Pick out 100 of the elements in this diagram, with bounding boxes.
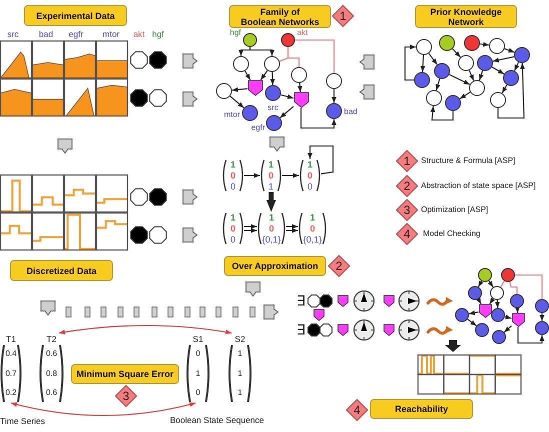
network-node	[326, 103, 342, 119]
arrow	[514, 62, 520, 72]
arrow	[297, 82, 302, 92]
step-number-diamond: 1	[332, 5, 354, 27]
arrow	[452, 48, 461, 58]
arrow	[502, 84, 508, 94]
vector-entry: 0	[230, 170, 236, 181]
arrow	[468, 310, 479, 316]
network-node	[535, 299, 549, 313]
arrow	[332, 89, 336, 103]
network-node	[492, 330, 506, 344]
arrow	[495, 300, 500, 308]
network-node	[455, 308, 469, 322]
vector-entry: 0.8	[46, 368, 58, 378]
gene-label: mtor	[224, 110, 240, 120]
vector-entry: 1	[238, 348, 242, 359]
vector-entry: 1	[196, 368, 200, 378]
vector-entry: 1	[268, 181, 274, 192]
network-node	[490, 92, 506, 108]
arrow	[282, 173, 299, 178]
network-node	[501, 268, 515, 282]
vector-entry: 0.2	[5, 388, 17, 398]
section-title: Minimum Square Error	[71, 364, 179, 384]
pentagon-node	[248, 80, 262, 96]
vector-entry: {0,1}	[262, 234, 281, 245]
vector-entry: 0	[230, 223, 236, 234]
network-node	[475, 323, 489, 337]
arrow	[244, 70, 251, 80]
vector-entry: 0	[196, 348, 200, 359]
gene-label: akt	[297, 28, 308, 38]
arrow	[460, 92, 470, 100]
step-number-diamond: 3	[115, 385, 137, 407]
vector-entry: 0	[268, 170, 274, 181]
network-node	[439, 35, 455, 51]
section-title: Over Approximation	[224, 256, 326, 276]
vector-entry: 0.4	[5, 348, 17, 359]
vector-entry: 1	[238, 368, 242, 378]
vector-entry: {0,1}	[303, 234, 322, 245]
section-title: Prior Knowledge Network	[415, 5, 517, 28]
vector-entry: 0.6	[46, 388, 58, 398]
step-number-diamond: 4	[396, 223, 418, 245]
network-node	[478, 268, 492, 282]
gene-label: src	[268, 103, 278, 113]
vector-entry: 0	[308, 170, 312, 181]
network-node	[464, 35, 480, 51]
network-node	[216, 83, 232, 99]
vector-entry: 1	[238, 388, 242, 398]
pentagon-node	[478, 304, 492, 318]
vector-entry: 0	[308, 181, 312, 192]
arrow	[480, 42, 490, 47]
network-node	[264, 56, 280, 72]
group-caption: Time Series	[0, 416, 46, 426]
arrow	[468, 70, 474, 81]
connector-line	[500, 280, 505, 288]
network-node	[445, 95, 461, 111]
step-number-diamond: 3	[396, 199, 418, 221]
vector-entry: 1	[230, 159, 236, 170]
arrow	[476, 298, 482, 304]
network-node	[468, 286, 482, 300]
arrow	[244, 228, 257, 233]
arrow	[540, 313, 544, 321]
network-node	[281, 33, 295, 47]
arrow	[436, 78, 440, 90]
arrow	[286, 228, 298, 233]
arrow	[478, 70, 484, 81]
connector-line	[287, 47, 300, 67]
network-node	[242, 105, 258, 121]
column-header: bad	[38, 29, 54, 39]
arrow	[244, 224, 257, 229]
network-node	[503, 70, 519, 86]
arrow	[420, 54, 426, 72]
vector-entry: 1	[308, 159, 312, 170]
arrow	[448, 74, 470, 85]
network-node	[490, 286, 504, 300]
gene-label: hgf	[230, 28, 241, 38]
section-title: Discretized Data	[10, 260, 113, 281]
network-node	[326, 73, 342, 89]
vector-entry: 0	[230, 181, 236, 192]
network-node	[233, 56, 249, 72]
vector-entry: 1	[268, 159, 274, 170]
vector-entry: 1	[230, 212, 236, 223]
vector-entry: 0	[269, 223, 274, 234]
arrow	[478, 280, 484, 288]
arrow	[489, 298, 495, 304]
arrow	[504, 325, 512, 333]
network-node	[266, 115, 282, 131]
step-number-diamond: 1	[396, 150, 418, 172]
arrow	[230, 96, 244, 108]
vector-header: S1	[192, 334, 204, 344]
network-node	[458, 55, 474, 71]
network-node	[469, 80, 485, 96]
arrow	[300, 108, 336, 129]
vector-header: S2	[234, 334, 246, 344]
network-node	[426, 90, 442, 106]
arrow	[504, 314, 512, 320]
pentagon-node	[512, 313, 524, 327]
connector-line	[509, 282, 518, 294]
block-arrow	[266, 192, 276, 212]
arrow	[58, 324, 232, 334]
column-header: hgf	[152, 29, 164, 39]
